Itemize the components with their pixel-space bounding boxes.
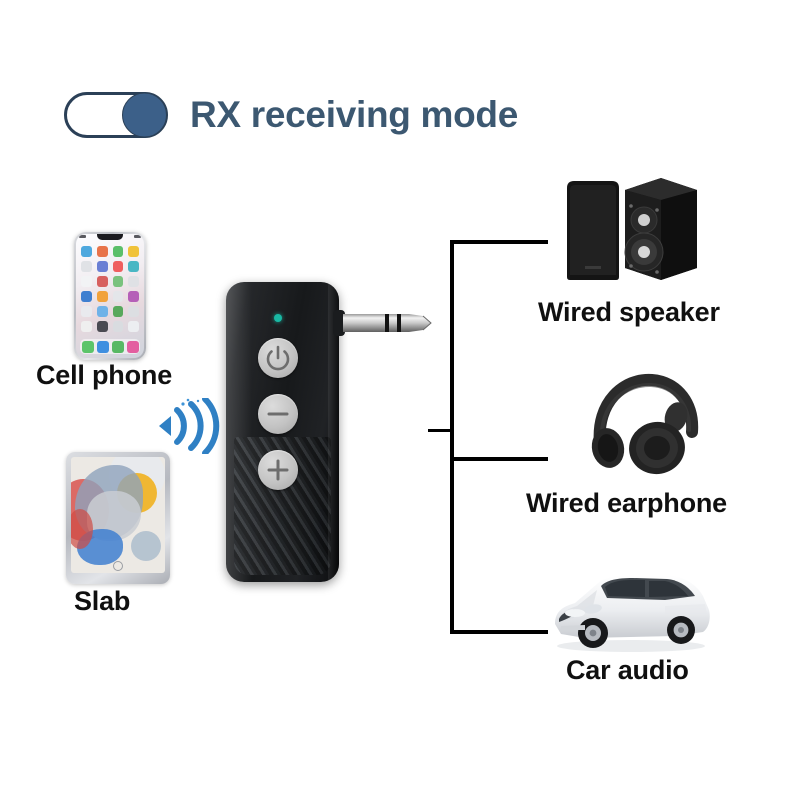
bluetooth-signal-waves-icon xyxy=(159,398,220,454)
bracket-branch-speaker xyxy=(450,240,548,244)
wired-earphone-image xyxy=(591,373,699,475)
power-button[interactable] xyxy=(258,338,298,378)
bracket-branch-car xyxy=(450,630,548,634)
tablet-screen xyxy=(71,457,165,573)
volume-down-button[interactable] xyxy=(258,394,298,434)
slab-label: Slab xyxy=(74,586,131,616)
wired-speaker-image xyxy=(567,178,697,280)
aux-jack-connector-icon xyxy=(333,310,432,336)
device-texture-panel xyxy=(234,437,331,575)
tablet-image xyxy=(66,452,170,584)
device-right-edge xyxy=(328,282,339,582)
bluetooth-receiver-device xyxy=(226,282,339,582)
status-led xyxy=(274,314,282,322)
phone-screen xyxy=(76,234,144,358)
rx-mode-toggle[interactable] xyxy=(64,92,168,138)
wired-earphone-label: Wired earphone xyxy=(526,488,727,518)
plus-symbol-icon xyxy=(267,459,289,481)
car-audio-label: Car audio xyxy=(566,655,689,685)
power-symbol-icon xyxy=(266,345,290,371)
toggle-knob[interactable] xyxy=(122,92,167,138)
car-audio-image xyxy=(555,575,710,652)
phone-status-bar xyxy=(79,235,141,240)
phone-notch xyxy=(97,234,123,240)
cell-phone-label: Cell phone xyxy=(36,360,173,390)
minus-symbol-icon xyxy=(267,412,289,416)
bracket-branch-earphone xyxy=(450,457,548,461)
rx-mode-row: RX receiving mode xyxy=(64,92,518,138)
rx-mode-label: RX receiving mode xyxy=(190,94,519,135)
volume-up-button[interactable] xyxy=(258,450,298,490)
tablet-home-button xyxy=(113,561,123,571)
bracket-spine xyxy=(450,240,454,634)
phone-dock xyxy=(80,339,140,354)
bracket-input-stub xyxy=(428,429,454,432)
wired-speaker-label: Wired speaker xyxy=(538,297,720,327)
phone-app-grid xyxy=(81,246,139,332)
cell-phone-image xyxy=(74,232,146,360)
